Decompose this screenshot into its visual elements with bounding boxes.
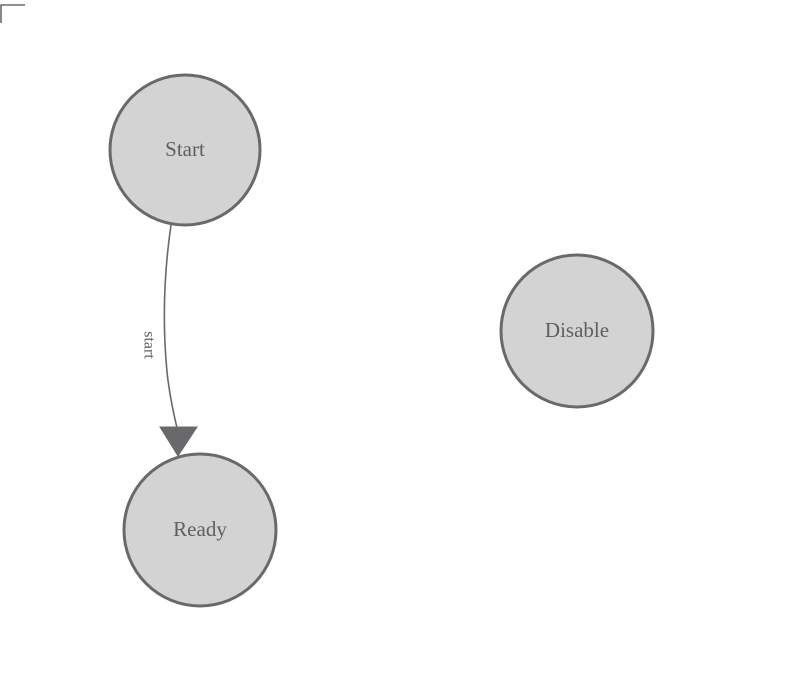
transition-start-to-ready[interactable]: start <box>140 224 198 457</box>
state-node-start[interactable]: Start <box>108 73 262 227</box>
state-node-start-circle[interactable] <box>108 73 262 227</box>
state-node-disable[interactable]: Disable <box>499 253 655 409</box>
state-node-ready-circle[interactable] <box>122 452 278 608</box>
state-node-disable-circle[interactable] <box>499 253 655 409</box>
arrowhead-icon <box>159 426 198 457</box>
state-node-ready[interactable]: Ready <box>122 452 278 608</box>
selection-corner-mark <box>0 4 25 23</box>
transition-label-start: start <box>140 331 157 359</box>
transition-path[interactable] <box>163 224 179 433</box>
